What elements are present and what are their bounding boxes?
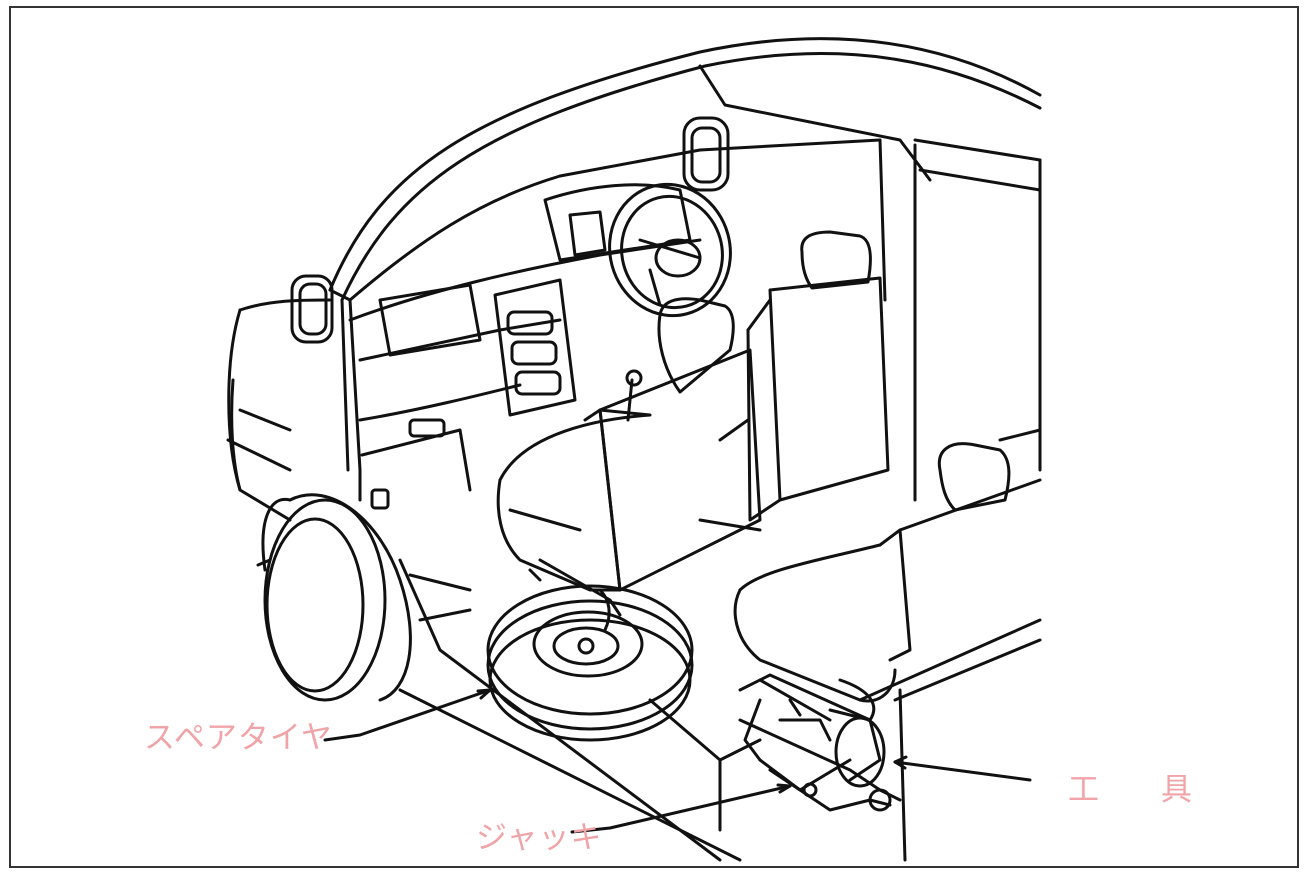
car-front xyxy=(226,298,332,522)
right-mirror xyxy=(682,116,730,192)
spare-tire xyxy=(486,584,694,742)
steering-wheel xyxy=(608,182,732,318)
spare-tire-label: スペアタイヤ xyxy=(144,720,333,756)
rear-bench-seat xyxy=(733,428,1042,722)
leader-lines xyxy=(323,688,1032,834)
left-side-mirror xyxy=(290,274,334,344)
diagram-frame xyxy=(9,6,1299,868)
jack-label: ジャッキ xyxy=(476,820,603,856)
tools-leader xyxy=(893,760,1032,782)
floor xyxy=(358,468,907,862)
spare-tire-leader xyxy=(323,688,492,742)
dashboard xyxy=(348,138,882,492)
jack-leader xyxy=(570,784,792,834)
right-front-seat xyxy=(698,230,890,532)
passenger-seat xyxy=(496,297,762,632)
car-body-outline xyxy=(328,37,1042,502)
jack-and-tools xyxy=(738,673,902,812)
front-wheel xyxy=(256,493,412,702)
tools-label: 工 具 xyxy=(1068,772,1218,808)
